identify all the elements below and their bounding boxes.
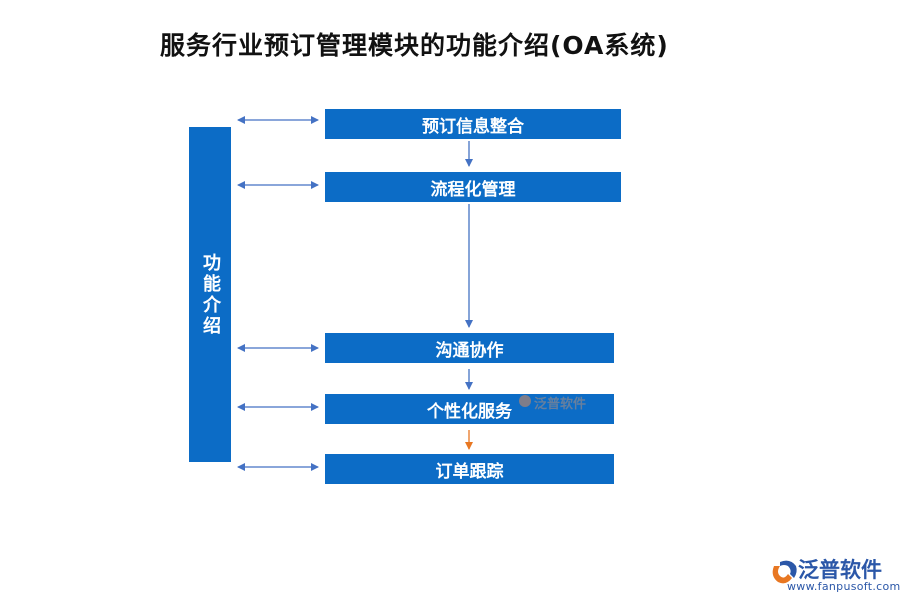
sidebar-function-intro: 功能介绍	[189, 127, 231, 462]
sidebar-label: 功能介绍	[200, 252, 221, 337]
logo-name: 泛普软件	[798, 558, 882, 582]
step-box-process-management: 流程化管理	[325, 172, 621, 202]
step-box-order-tracking: 订单跟踪	[325, 454, 614, 484]
watermark-text: 泛普软件	[534, 397, 587, 412]
diagram-title: 服务行业预订管理模块的功能介绍(OA系统)	[160, 31, 669, 60]
fanpu-logo-icon	[772, 560, 797, 584]
step-box-communication: 沟通协作	[325, 333, 614, 363]
watermark-logo-icon	[519, 395, 531, 407]
step-box-booking-info: 预订信息整合	[325, 109, 621, 139]
logo-url: www.fanpusoft.com	[787, 580, 900, 593]
step-box-personalized-service: 个性化服务	[325, 394, 614, 424]
